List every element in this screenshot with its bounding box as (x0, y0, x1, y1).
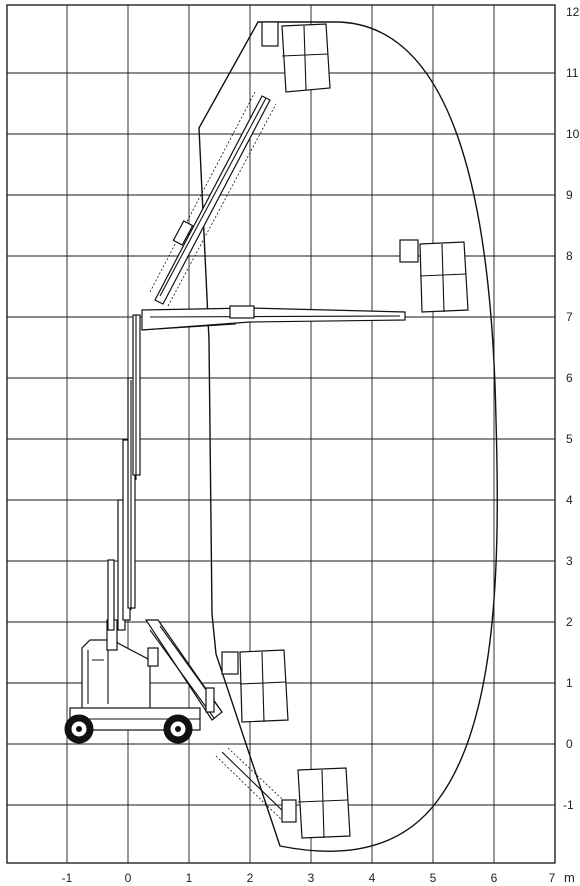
x-tick-label: 2 (247, 871, 254, 885)
y-axis-ticks: 12 11 10 9 8 7 6 5 4 3 2 1 0 -1 (563, 5, 580, 812)
x-tick-label: 3 (308, 871, 315, 885)
x-tick-label: 4 (369, 871, 376, 885)
diagram-frame (6, 4, 556, 864)
platform-basket-right (399, 239, 469, 313)
x-tick-label: -1 (62, 871, 73, 885)
x-tick-label: 6 (491, 871, 498, 885)
platform-basket-bottom (281, 767, 351, 839)
y-tick-label: 1 (566, 676, 573, 690)
y-tick-label: 6 (566, 371, 573, 385)
x-axis-unit: m (564, 870, 575, 885)
y-tick-label: 7 (566, 310, 573, 324)
y-tick-label: 0 (566, 737, 573, 751)
y-tick-label: 10 (566, 127, 580, 141)
y-tick-label: 8 (566, 249, 573, 263)
horizontal-boom (141, 305, 406, 331)
front-wheel (64, 714, 94, 744)
x-tick-label: 1 (186, 871, 193, 885)
x-tick-label: 0 (125, 871, 132, 885)
lower-jib (144, 619, 223, 721)
x-tick-label: 7 (549, 871, 556, 885)
raised-boom (149, 91, 277, 307)
y-tick-label: 3 (566, 554, 573, 568)
aerial-work-platform (64, 21, 469, 839)
y-tick-label: -1 (563, 798, 574, 812)
platform-basket-low (221, 649, 289, 723)
y-tick-label: 11 (566, 66, 579, 80)
platform-basket-top (261, 21, 331, 93)
x-axis-ticks: -1 0 1 2 3 4 5 6 7 m (62, 870, 575, 885)
y-tick-label: 12 (566, 5, 580, 19)
y-tick-label: 9 (566, 188, 573, 202)
y-tick-label: 2 (566, 615, 573, 629)
y-tick-label: 4 (566, 493, 573, 507)
rear-wheel (163, 714, 193, 744)
x-tick-label: 5 (430, 871, 437, 885)
working-envelope-outline (198, 21, 498, 852)
y-tick-label: 5 (566, 432, 573, 446)
telescopic-mast (106, 314, 141, 651)
